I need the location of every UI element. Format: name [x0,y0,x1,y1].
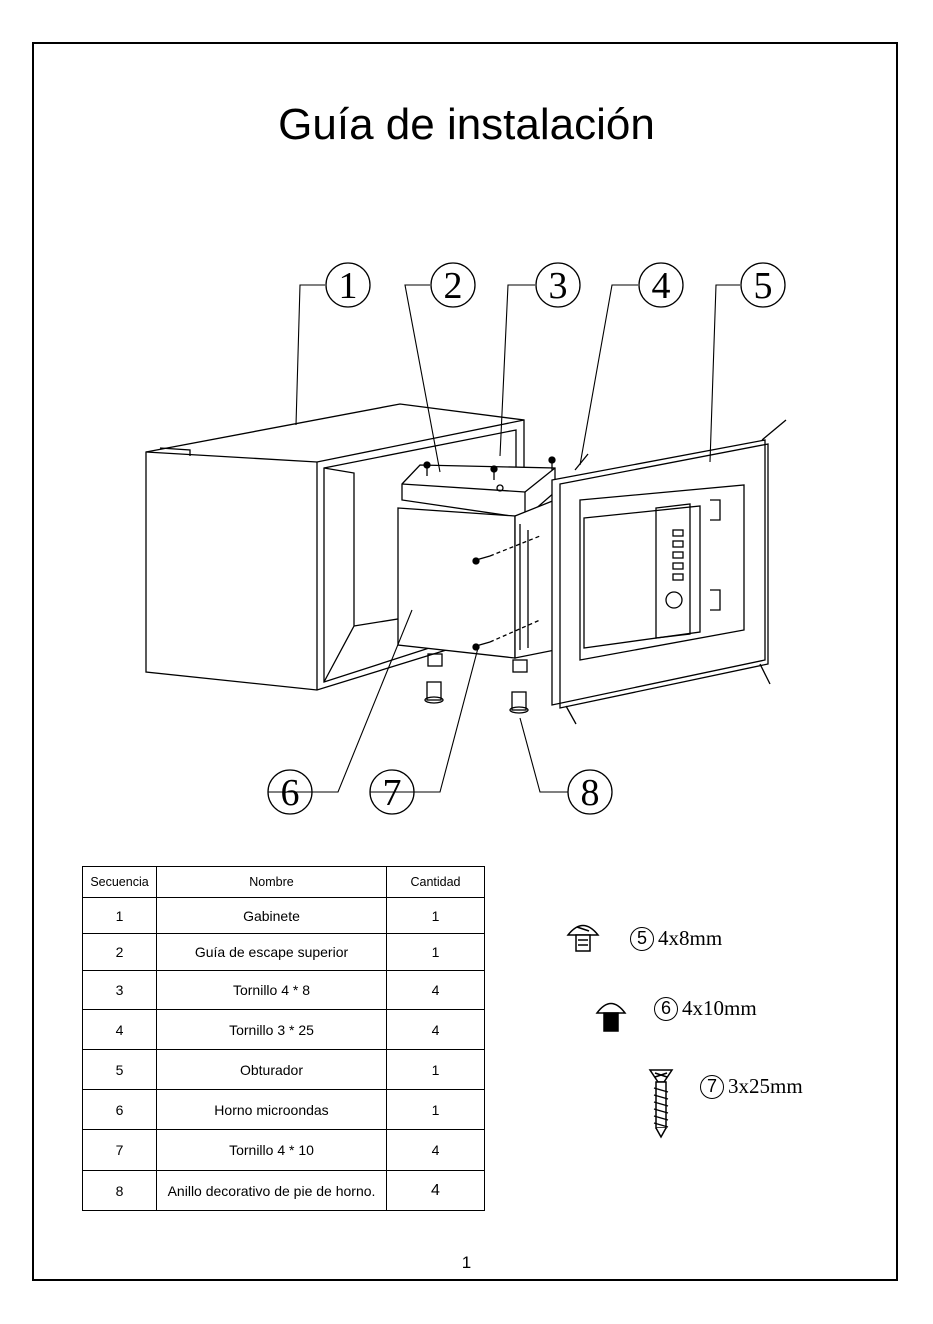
screw-3x25-icon [650,1070,672,1137]
shutter-frame-drawing [552,440,768,708]
cell-seq: 5 [83,1050,157,1090]
cell-name: Obturador [157,1050,387,1090]
screw-num: 5 [630,927,654,951]
header-name: Nombre [157,867,387,898]
cell-name: Anillo decorativo de pie de horno. [157,1171,387,1211]
callout-3: 3 [549,265,568,307]
callout-2: 2 [444,265,463,307]
screw-size: 4x10mm [682,996,757,1021]
table-row: 6 Horno microondas 1 [83,1090,485,1130]
cell-seq: 2 [83,934,157,971]
cell-seq: 3 [83,971,157,1010]
header-seq: Secuencia [83,867,157,898]
foot-rings-drawing [425,682,528,713]
table-row: 1 Gabinete 1 [83,898,485,934]
table-row: 5 Obturador 1 [83,1050,485,1090]
cell-name: Guía de escape superior [157,934,387,971]
table-row: 4 Tornillo 3 * 25 4 [83,1010,485,1050]
cell-qty: 4 [387,1171,485,1211]
callout-6: 6 [281,772,300,814]
cell-name: Tornillo 4 * 10 [157,1130,387,1171]
screw-size: 4x8mm [658,926,722,951]
cell-name: Tornillo 4 * 8 [157,971,387,1010]
table-header-row: Secuencia Nombre Cantidad [83,867,485,898]
screw-label-3x25: 7 3x25mm [700,1074,803,1099]
screw-num: 6 [654,997,678,1021]
table-row: 2 Guía de escape superior 1 [83,934,485,971]
page-number: 1 [0,1253,933,1273]
cell-qty: 4 [387,971,485,1010]
screw-num: 7 [700,1075,724,1099]
cell-seq: 4 [83,1010,157,1050]
header-qty: Cantidad [387,867,485,898]
callout-7: 7 [383,772,402,814]
table-row: 7 Tornillo 4 * 10 4 [83,1130,485,1171]
cell-qty: 1 [387,898,485,934]
cell-qty: 4 [387,1010,485,1050]
cell-qty: 1 [387,934,485,971]
table-row: 8 Anillo decorativo de pie de horno. 4 [83,1171,485,1211]
cell-qty: 4 [387,1130,485,1171]
callout-4: 4 [652,265,671,307]
cell-qty: 1 [387,1050,485,1090]
screw-label-4x10: 6 4x10mm [654,996,757,1021]
cell-seq: 8 [83,1171,157,1211]
cell-seq: 1 [83,898,157,934]
callout-8: 8 [581,772,600,814]
parts-table: Secuencia Nombre Cantidad 1 Gabinete 1 2… [82,866,485,1211]
cell-seq: 7 [83,1130,157,1171]
callout-1: 1 [339,265,358,307]
screw-4x10-icon [597,1004,625,1032]
screw-size: 3x25mm [728,1074,803,1099]
cell-seq: 6 [83,1090,157,1130]
cell-name: Tornillo 3 * 25 [157,1010,387,1050]
screw-label-4x8: 5 4x8mm [630,926,722,951]
screw-4x8-icon [568,926,598,952]
cell-qty: 1 [387,1090,485,1130]
cell-name: Gabinete [157,898,387,934]
cell-name: Horno microondas [157,1090,387,1130]
callout-5: 5 [754,265,773,307]
table-row: 3 Tornillo 4 * 8 4 [83,971,485,1010]
